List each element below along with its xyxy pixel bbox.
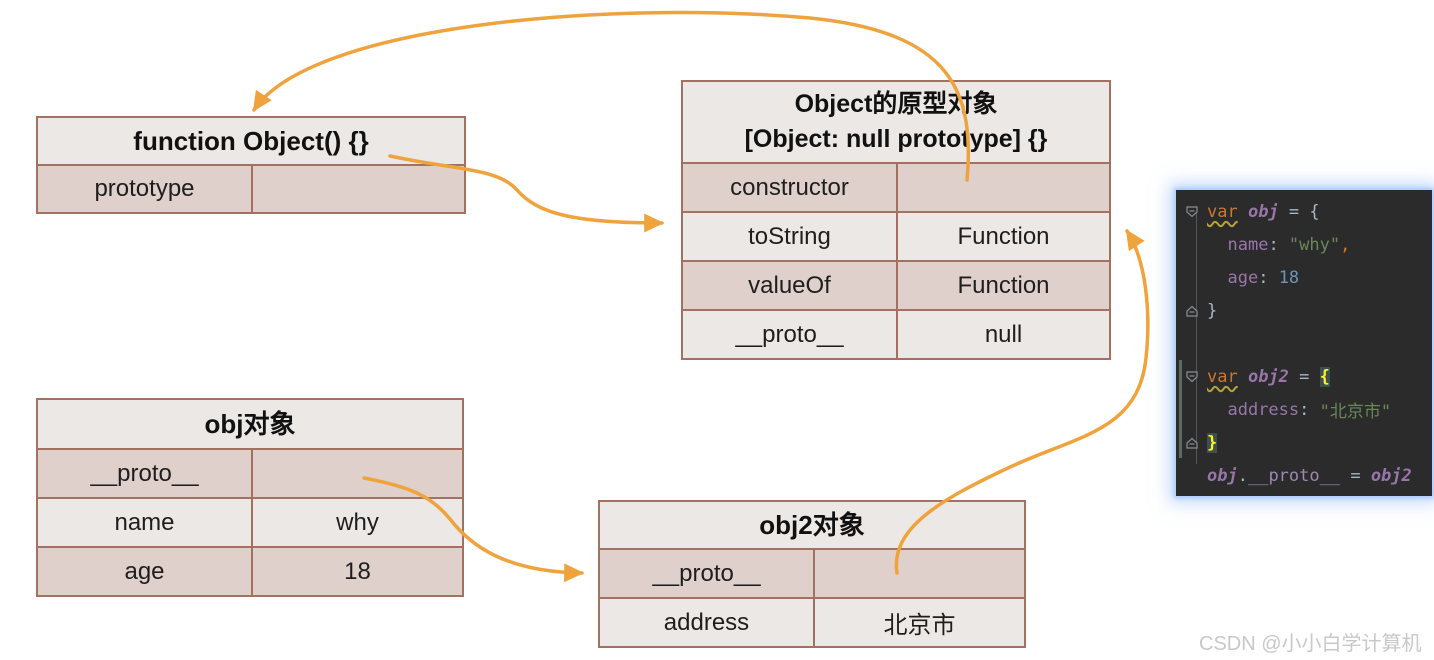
code-token: : xyxy=(1268,234,1289,255)
code-token: } xyxy=(1207,432,1218,453)
code-token: var xyxy=(1207,201,1238,222)
row-key-cell: address xyxy=(663,608,750,636)
code-token: obj2 xyxy=(1247,366,1289,387)
code-token: obj xyxy=(1207,465,1238,486)
row-value-cell: null xyxy=(896,311,1109,358)
row-key-cell: age xyxy=(124,557,165,585)
code-line: age: 18 xyxy=(1176,261,1432,294)
code-token: = xyxy=(1278,201,1310,222)
code-token: { xyxy=(1319,366,1330,387)
code-token: "why" xyxy=(1288,234,1341,255)
code-editor-panel[interactable]: var obj = { name: "why", age: 18 } var o… xyxy=(1176,190,1432,496)
gutter-change-bar xyxy=(1179,360,1182,458)
row-value-cell: 北京市 xyxy=(813,599,1024,646)
code-token: . xyxy=(1237,465,1248,486)
title-line-2: [Object: null prototype] {} xyxy=(744,125,1048,153)
table-title-obj: obj对象 xyxy=(204,409,296,439)
row-value-cell: Function xyxy=(896,262,1109,309)
code-token: __proto__ xyxy=(1247,465,1341,486)
code-token: obj xyxy=(1247,201,1279,222)
row-value-cell: 18 xyxy=(251,548,462,595)
watermark: CSDN @小小白学计算机 xyxy=(1199,633,1422,655)
row-key-cell: __proto__ xyxy=(90,459,199,487)
row-key-cell: __proto__ xyxy=(735,320,844,348)
code-token: } xyxy=(1207,300,1218,321)
row-key-cell: valueOf xyxy=(748,271,831,299)
code-token: = xyxy=(1288,366,1320,387)
table-obj: obj对象 __proto__ name why age 18 xyxy=(36,398,464,597)
code-token xyxy=(1238,202,1248,222)
code-line: var obj2 = { xyxy=(1176,360,1432,393)
table-row: toString Function xyxy=(683,211,1109,260)
code-token: , xyxy=(1340,234,1351,255)
row-key-cell: name xyxy=(114,508,175,536)
table-row: __proto__ null xyxy=(683,309,1109,358)
code-line: } xyxy=(1176,426,1432,459)
row-value-cell: Function xyxy=(896,213,1109,260)
code-line: obj.__proto__ = obj2 xyxy=(1176,459,1432,492)
table-title-obj2: obj2对象 xyxy=(759,510,865,540)
code-token: { xyxy=(1309,201,1320,222)
code-line: name: "why", xyxy=(1176,228,1432,261)
table-row: valueOf Function xyxy=(683,260,1109,309)
code-token: age xyxy=(1227,267,1259,288)
table-obj2: obj2对象 __proto__ address 北京市 xyxy=(598,500,1026,648)
table-title-function-object: function Object() {} xyxy=(133,126,369,156)
code-token: var xyxy=(1207,366,1238,387)
code-line: address: "北京市" xyxy=(1176,393,1432,426)
row-key-cell: prototype xyxy=(94,175,195,202)
fold-collapse-icon[interactable] xyxy=(1176,205,1207,219)
table-row: address 北京市 xyxy=(600,597,1024,646)
code-line xyxy=(1176,327,1432,360)
row-value-cell xyxy=(251,450,462,497)
table-row: __proto__ xyxy=(600,548,1024,597)
row-value-cell xyxy=(251,166,464,212)
code-line: var obj = { xyxy=(1176,195,1432,228)
row-key-cell: constructor xyxy=(730,173,849,201)
table-row: prototype xyxy=(38,164,464,212)
code-token: obj2 xyxy=(1370,465,1412,486)
fold-expand-icon[interactable] xyxy=(1176,304,1207,318)
code-token xyxy=(1207,268,1227,288)
code-token: : xyxy=(1299,399,1320,420)
row-value-cell xyxy=(813,550,1024,597)
table-title-object-prototype: Object的原型对象 [Object: null prototype] {} xyxy=(683,82,1109,162)
row-key-cell: __proto__ xyxy=(652,559,761,587)
title-line-1: Object的原型对象 xyxy=(794,90,998,118)
fold-expand-icon[interactable] xyxy=(1176,436,1207,450)
fold-collapse-icon[interactable] xyxy=(1176,370,1207,384)
code-token: 18 xyxy=(1278,267,1300,288)
code-token xyxy=(1207,400,1227,420)
table-row: age 18 xyxy=(38,546,462,595)
code-line: } xyxy=(1176,294,1432,327)
row-value-cell: why xyxy=(251,499,462,546)
table-row: __proto__ xyxy=(38,448,462,497)
table-row: constructor xyxy=(683,162,1109,211)
row-key-cell: toString xyxy=(748,222,831,250)
table-row: name why xyxy=(38,497,462,546)
code-token: address xyxy=(1227,399,1300,420)
code-token: "北京市" xyxy=(1319,402,1392,422)
code-token: = xyxy=(1340,465,1371,486)
table-function-object: function Object() {} prototype xyxy=(36,116,466,214)
table-object-prototype: Object的原型对象 [Object: null prototype] {} … xyxy=(681,80,1111,360)
code-token: : xyxy=(1258,267,1279,288)
code-token: name xyxy=(1227,234,1269,255)
code-token xyxy=(1238,367,1248,387)
code-token xyxy=(1207,235,1227,255)
gutter-fold-line xyxy=(1196,212,1197,464)
row-value-cell xyxy=(896,164,1109,211)
